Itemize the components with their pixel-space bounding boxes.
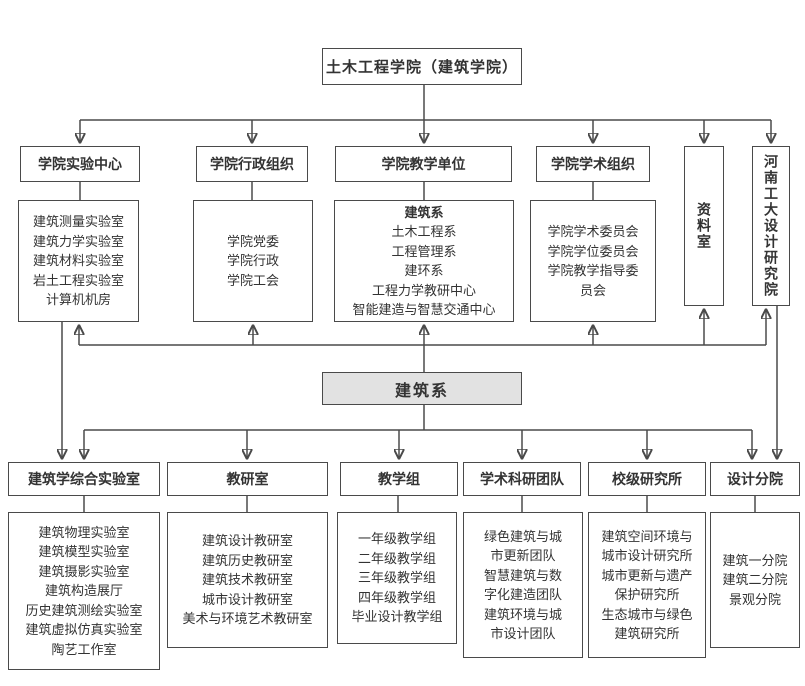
detail-research-teams: 绿色建筑与城市更新团队 智慧建筑与数字化建造团队 建筑环境与城市设计团队 (463, 512, 583, 658)
list-item: 三年级教学组 (357, 570, 436, 586)
list-item: 建筑构造展厅 (44, 583, 123, 599)
list-item: 工程管理系 (391, 243, 457, 259)
header-lab-center-label: 学院实验中心 (38, 156, 122, 172)
list-item: 学院工会 (226, 272, 279, 288)
list-item: 建筑系 (404, 204, 444, 220)
header-admin-org-label: 学院行政组织 (210, 156, 294, 172)
header-university-institutes-label: 校级研究所 (612, 471, 682, 487)
list-item: 建筑空间环境与城市设计研究所 (601, 528, 693, 564)
list-item: 二年级教学组 (357, 550, 436, 566)
list-item: 陶艺工作室 (51, 641, 117, 657)
detail-arch-comprehensive-lab: 建筑物理实验室 建筑模型实验室 建筑摄影实验室 建筑构造展厅 历史建筑测绘实验室… (8, 512, 160, 670)
focus-architecture-dept-label: 建筑系 (394, 382, 449, 400)
list-item: 建筑设计教研室 (201, 533, 293, 549)
list-item: 建筑测量实验室 (32, 214, 124, 230)
list-item: 四年级教学组 (357, 589, 436, 605)
list-item: 绿色建筑与城市更新团队 (483, 528, 562, 564)
header-admin-org: 学院行政组织 (196, 146, 308, 182)
list-item: 建筑物理实验室 (38, 524, 130, 540)
sidebox-design-institute-label: 河南工大设计研究院 (763, 154, 779, 298)
list-item: 城市更新与遗产保护研究所 (601, 567, 693, 603)
sidebox-design-institute: 河南工大设计研究院 (752, 146, 790, 306)
list-item: 学院党委 (226, 233, 279, 249)
list-item: 建环系 (404, 263, 444, 278)
header-research-teams-label: 学术科研团队 (480, 471, 564, 487)
header-teaching-units: 学院教学单位 (335, 146, 512, 182)
detail-teaching-units: 建筑系 土木工程系 工程管理系 建环系 工程力学教研中心 智能建造与智慧交通中心 (334, 200, 514, 322)
list-item: 学院行政 (226, 253, 279, 269)
list-item: 建筑一分院 (722, 552, 788, 568)
header-design-branches-label: 设计分院 (727, 471, 783, 487)
list-item: 土木工程系 (391, 224, 457, 239)
list-item: 一年级教学组 (357, 531, 436, 547)
list-item: 智能建造与智慧交通中心 (352, 302, 496, 317)
list-item: 智慧建筑与数字化建造团队 (483, 567, 562, 603)
list-item: 学院教学指导委员会 (547, 263, 639, 298)
header-academic-org-label: 学院学术组织 (551, 156, 635, 172)
detail-university-institutes: 建筑空间环境与城市设计研究所 城市更新与遗产保护研究所 生态城市与绿色建筑研究所 (588, 512, 706, 658)
detail-lab-center: 建筑测量实验室 建筑力学实验室 建筑材料实验室 岩土工程实验室 计算机机房 (18, 200, 139, 322)
focus-architecture-dept: 建筑系 (322, 372, 522, 405)
list-item: 岩土工程实验室 (32, 272, 124, 288)
list-item: 城市设计教研室 (201, 591, 293, 607)
header-teaching-units-label: 学院教学单位 (381, 156, 466, 172)
detail-design-branches: 建筑一分院 建筑二分院 景观分院 (710, 512, 800, 648)
list-item: 历史建筑测绘实验室 (25, 602, 143, 618)
list-item: 毕业设计教学组 (351, 609, 443, 625)
detail-teaching-group: 一年级教学组 二年级教学组 三年级教学组 四年级教学组 毕业设计教学组 (337, 512, 457, 644)
header-academic-org: 学院学术组织 (536, 146, 650, 182)
list-item: 建筑二分院 (722, 572, 788, 588)
header-teaching-research-office: 教研室 (167, 462, 328, 496)
list-item: 建筑材料实验室 (32, 253, 124, 269)
header-teaching-research-office-label: 教研室 (226, 471, 269, 487)
list-item: 景观分院 (728, 591, 781, 607)
list-item: 建筑虚拟仿真实验室 (25, 622, 143, 638)
header-research-teams: 学术科研团队 (463, 462, 581, 496)
header-lab-center: 学院实验中心 (20, 146, 140, 182)
list-item: 学院学位委员会 (547, 243, 639, 259)
header-teaching-group: 教学组 (340, 462, 458, 496)
header-arch-comprehensive-lab: 建筑学综合实验室 (8, 462, 160, 496)
header-teaching-group-label: 教学组 (378, 471, 420, 487)
detail-academic-org: 学院学术委员会 学院学位委员会 学院教学指导委员会 (530, 200, 656, 322)
list-item: 生态城市与绿色建筑研究所 (601, 606, 693, 642)
list-item: 工程力学教研中心 (371, 282, 476, 298)
list-item: 建筑模型实验室 (38, 544, 130, 560)
header-design-branches: 设计分院 (710, 462, 800, 496)
list-item: 建筑摄影实验室 (38, 563, 130, 579)
list-item: 建筑力学实验室 (32, 233, 124, 249)
list-item: 建筑历史教研室 (201, 552, 293, 568)
list-item: 计算机机房 (45, 292, 111, 308)
header-arch-comprehensive-lab-label: 建筑学综合实验室 (28, 471, 140, 487)
detail-admin-org: 学院党委 学院行政 学院工会 (193, 200, 313, 322)
sidebox-reference-room-label: 资料室 (696, 202, 712, 250)
sidebox-reference-room: 资料室 (684, 146, 724, 306)
root-label: 土木工程学院（建筑学院） (325, 59, 518, 76)
list-item: 建筑环境与城市设计团队 (483, 606, 562, 642)
detail-teaching-research-office: 建筑设计教研室 建筑历史教研室 建筑技术教研室 城市设计教研室 美术与环境艺术教… (167, 512, 328, 648)
header-university-institutes: 校级研究所 (588, 462, 706, 496)
list-item: 美术与环境艺术教研室 (182, 611, 313, 627)
list-item: 学院学术委员会 (547, 224, 639, 239)
list-item: 建筑技术教研室 (201, 572, 293, 588)
root-box: 土木工程学院（建筑学院） (322, 48, 522, 85)
